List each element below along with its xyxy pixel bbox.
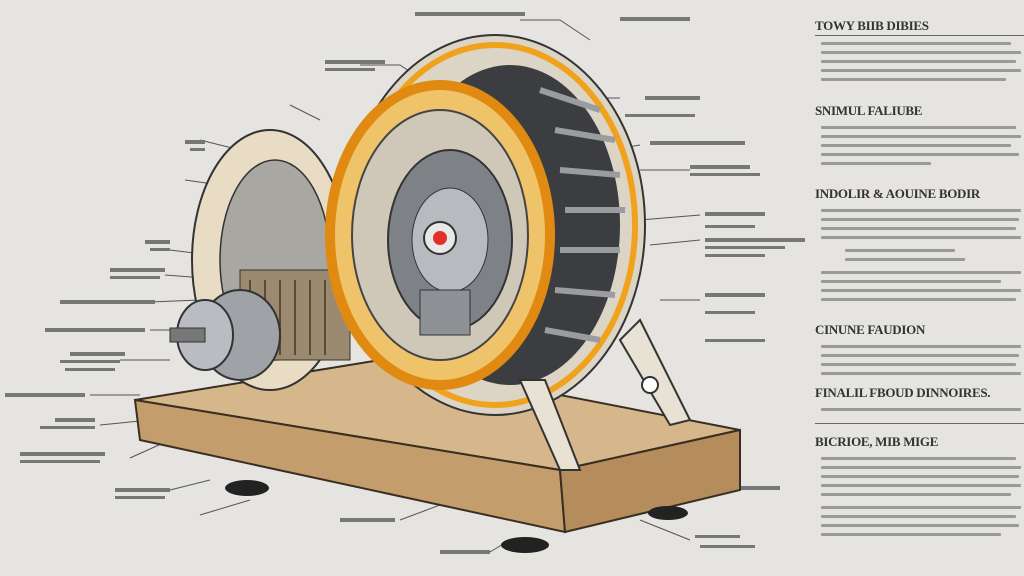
spec-section-3: INDOLIR & AOUINE BODIR bbox=[815, 186, 1024, 301]
text-line bbox=[821, 135, 1021, 138]
stator-wheel bbox=[325, 34, 646, 416]
cooling-fins bbox=[539, 87, 625, 343]
text-line bbox=[821, 457, 1016, 460]
spec-heading: BICRIOE, MIB MIGE bbox=[815, 434, 939, 449]
base-foot bbox=[501, 537, 549, 553]
base-foot bbox=[648, 506, 688, 520]
spec-section-5: FINALIL FBOUD DINNOIRES. bbox=[815, 385, 1024, 424]
text-line bbox=[821, 484, 1021, 487]
spec-heading: CINUNE FAUDION bbox=[815, 322, 926, 337]
divider bbox=[815, 423, 1024, 424]
text-line bbox=[821, 408, 1021, 411]
spec-heading: TOWY BIIB DIBIES bbox=[815, 18, 1024, 36]
shaft-coupling bbox=[169, 289, 281, 381]
text-line bbox=[821, 51, 1021, 54]
spec-section-6: BICRIOE, MIB MIGE bbox=[815, 434, 1024, 536]
text-line bbox=[821, 271, 1021, 274]
text-line bbox=[821, 524, 1019, 527]
text-line bbox=[821, 466, 1021, 469]
text-line bbox=[821, 60, 1016, 63]
text-line bbox=[821, 298, 1016, 301]
spec-heading: SNIMUL FALIUBE bbox=[815, 103, 923, 118]
motor-illustration bbox=[5, 12, 805, 554]
text-line bbox=[821, 162, 931, 165]
text-line bbox=[821, 493, 1011, 496]
text-line bbox=[821, 153, 1019, 156]
spec-heading: INDOLIR & AOUINE BODIR bbox=[815, 186, 980, 201]
text-line bbox=[821, 515, 1016, 518]
center-marker bbox=[433, 231, 447, 245]
text-line bbox=[845, 258, 965, 261]
spec-section-2: SNIMUL FALIUBE bbox=[815, 103, 1024, 165]
text-line bbox=[821, 372, 1021, 375]
text-line bbox=[821, 69, 1021, 72]
text-line bbox=[821, 236, 1021, 239]
text-line bbox=[821, 533, 1001, 536]
text-line bbox=[821, 475, 1019, 478]
text-line bbox=[821, 506, 1021, 509]
text-line bbox=[821, 78, 1006, 81]
text-line bbox=[821, 280, 1001, 283]
text-line bbox=[821, 345, 1021, 348]
spec-panel: TOWY BIIB DIBIES SNIMUL FALIUBE INDOLIR … bbox=[815, 0, 1024, 576]
text-line bbox=[821, 42, 1011, 45]
spec-section-1: TOWY BIIB DIBIES bbox=[815, 18, 1024, 81]
text-line bbox=[821, 209, 1021, 212]
text-line bbox=[821, 144, 1011, 147]
text-line bbox=[821, 126, 1016, 129]
text-line bbox=[821, 218, 1019, 221]
text-line bbox=[821, 354, 1019, 357]
text-line bbox=[845, 249, 955, 252]
spec-heading: FINALIL FBOUD DINNOIRES. bbox=[815, 385, 991, 400]
text-line bbox=[821, 227, 1016, 230]
base-foot bbox=[225, 480, 269, 496]
text-line bbox=[821, 363, 1016, 366]
support-stand bbox=[518, 318, 692, 471]
spec-section-4: CINUNE FAUDION bbox=[815, 322, 1024, 375]
text-line bbox=[821, 289, 1021, 292]
